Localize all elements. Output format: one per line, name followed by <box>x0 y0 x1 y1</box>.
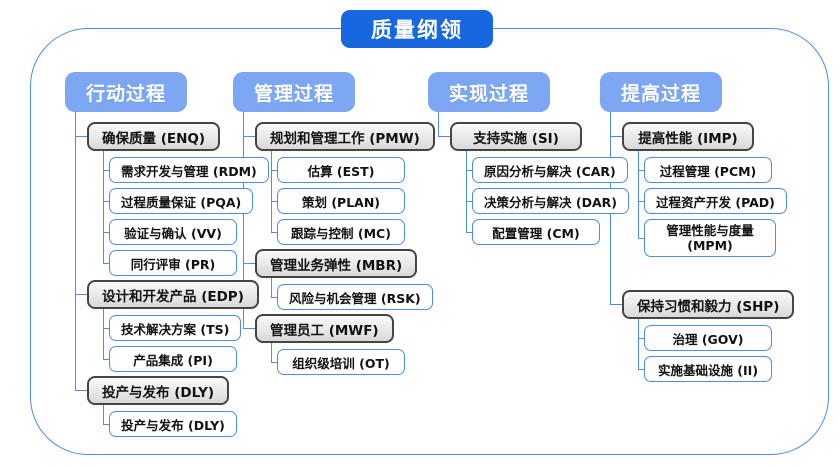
child-box: 治理 (GOV) <box>644 325 772 351</box>
child-box: 过程管理 (PCM) <box>644 157 772 183</box>
group-node: 设计和开发产品 (EDP) 技术解决方案 (TS) 产品集成 (PI) <box>75 276 269 372</box>
child-box: 过程质量保证 (PQA) <box>109 188 254 214</box>
group-box: 规划和管理工作 (PMW) <box>255 122 435 151</box>
child-box: 配置管理 (CM) <box>472 219 600 245</box>
group-node: 支持实施 (SI) 原因分析与解决 (CAR) 决策分析与解决 (DAR) 配置管理 … <box>438 112 629 245</box>
process-header: 实现过程 <box>428 72 550 112</box>
child-box: 验证与确认 (VV) <box>109 219 237 245</box>
child-list: 治理 (GOV) 实施基础设施 (II) <box>637 319 794 382</box>
process-header: 管理过程 <box>233 72 355 112</box>
group-node: 确保质量 (ENQ) 需求开发与管理 (RDM) 过程质量保证 (PQA) 验证与确认… <box>75 112 269 276</box>
child-box: 估算 (EST) <box>277 157 405 183</box>
child-node: 验证与确认 (VV) <box>103 214 269 245</box>
group-node: 管理业务弹性 (MBR) 风险与机会管理 (RSK) <box>243 245 435 310</box>
child-list: 估算 (EST) 策划 (PLAN) 跟踪与控制 (MC) <box>271 151 435 245</box>
child-node: 过程管理 (PCM) <box>637 151 794 183</box>
child-node: 技术解决方案 (TS) <box>103 309 269 341</box>
diagram-title: 质量纲领 <box>341 10 493 48</box>
child-node: 跟踪与控制 (MC) <box>271 214 435 245</box>
group-box: 设计和开发产品 (EDP) <box>87 280 259 309</box>
group-node: 规划和管理工作 (PMW) 估算 (EST) 策划 (PLAN) 跟踪与控制 (MC) <box>243 112 435 245</box>
group-list: 提高性能 (IMP) 过程管理 (PCM) 过程资产开发 (PAD) 管理性能与度量 … <box>600 112 795 382</box>
child-box: 管理性能与度量 (MPM) <box>644 219 776 257</box>
group-box: 管理员工 (MWF) <box>255 314 394 343</box>
group-box: 投产与发布 (DLY) <box>87 376 230 405</box>
child-box: 产品集成 (PI) <box>109 346 237 372</box>
group-box: 提高性能 (IMP) <box>622 122 754 151</box>
child-box: 风险与机会管理 (RSK) <box>277 284 433 310</box>
child-node: 策划 (PLAN) <box>271 183 435 214</box>
group-node: 提高性能 (IMP) 过程管理 (PCM) 过程资产开发 (PAD) 管理性能与度量 … <box>609 112 794 257</box>
child-node: 组织级培训 (OT) <box>271 343 435 375</box>
child-node: 管理性能与度量 (MPM) <box>637 214 794 257</box>
child-list: 过程管理 (PCM) 过程资产开发 (PAD) 管理性能与度量 (MPM) <box>637 151 794 257</box>
process-column: 实现过程支持实施 (SI) 原因分析与解决 (CAR) 决策分析与解决 (DAR) 配… <box>428 72 629 245</box>
child-box: 决策分析与解决 (DAR) <box>472 188 629 214</box>
child-node: 风险与机会管理 (RSK) <box>271 278 435 310</box>
process-column: 提高过程提高性能 (IMP) 过程管理 (PCM) 过程资产开发 (PAD) 管理性能… <box>600 72 795 382</box>
group-box: 管理业务弹性 (MBR) <box>255 249 418 278</box>
group-list: 规划和管理工作 (PMW) 估算 (EST) 策划 (PLAN) 跟踪与控制 (MC)… <box>233 112 435 375</box>
child-node: 估算 (EST) <box>271 151 435 183</box>
child-box: 投产与发布 (DLY) <box>109 411 237 437</box>
process-column: 管理过程规划和管理工作 (PMW) 估算 (EST) 策划 (PLAN) 跟踪与控制 … <box>233 72 435 375</box>
child-node: 产品集成 (PI) <box>103 341 269 372</box>
group-node: 保持习惯和毅力 (SHP) 治理 (GOV) 实施基础设施 (II) <box>609 257 795 382</box>
child-node: 实施基础设施 (II) <box>637 351 794 382</box>
child-node: 治理 (GOV) <box>637 319 794 351</box>
process-column: 行动过程确保质量 (ENQ) 需求开发与管理 (RDM) 过程质量保证 (PQA) 验… <box>65 72 269 437</box>
group-box: 确保质量 (ENQ) <box>87 122 221 151</box>
group-box: 保持习惯和毅力 (SHP) <box>622 290 795 319</box>
child-box: 原因分析与解决 (CAR) <box>472 157 628 183</box>
child-box: 跟踪与控制 (MC) <box>277 219 405 245</box>
group-list: 确保质量 (ENQ) 需求开发与管理 (RDM) 过程质量保证 (PQA) 验证与确认… <box>65 112 269 437</box>
child-node: 过程质量保证 (PQA) <box>103 183 269 214</box>
child-list: 风险与机会管理 (RSK) <box>271 278 435 310</box>
child-list: 需求开发与管理 (RDM) 过程质量保证 (PQA) 验证与确认 (VV) 同行评审 … <box>103 151 269 276</box>
child-node: 过程资产开发 (PAD) <box>637 183 794 214</box>
child-node: 决策分析与解决 (DAR) <box>466 183 629 214</box>
group-list: 支持实施 (SI) 原因分析与解决 (CAR) 决策分析与解决 (DAR) 配置管理 … <box>428 112 629 245</box>
child-box: 实施基础设施 (II) <box>644 356 772 382</box>
child-box: 需求开发与管理 (RDM) <box>109 157 269 183</box>
child-list: 原因分析与解决 (CAR) 决策分析与解决 (DAR) 配置管理 (CM) <box>466 151 629 245</box>
child-node: 投产与发布 (DLY) <box>103 405 269 437</box>
child-node: 原因分析与解决 (CAR) <box>466 151 629 183</box>
child-box: 同行评审 (PR) <box>109 250 237 276</box>
child-list: 组织级培训 (OT) <box>271 343 435 375</box>
child-list: 技术解决方案 (TS) 产品集成 (PI) <box>103 309 269 372</box>
child-box: 过程资产开发 (PAD) <box>644 188 787 214</box>
group-node: 投产与发布 (DLY) 投产与发布 (DLY) <box>75 372 269 437</box>
child-list: 投产与发布 (DLY) <box>103 405 269 437</box>
child-node: 需求开发与管理 (RDM) <box>103 151 269 183</box>
child-node: 同行评审 (PR) <box>103 245 269 276</box>
process-header: 提高过程 <box>600 72 722 112</box>
group-node: 管理员工 (MWF) 组织级培训 (OT) <box>243 310 435 375</box>
child-box: 策划 (PLAN) <box>277 188 405 214</box>
child-node: 配置管理 (CM) <box>466 214 629 245</box>
group-box: 支持实施 (SI) <box>450 122 582 151</box>
child-box: 组织级培训 (OT) <box>277 349 405 375</box>
process-header: 行动过程 <box>65 72 187 112</box>
child-box: 技术解决方案 (TS) <box>109 315 242 341</box>
